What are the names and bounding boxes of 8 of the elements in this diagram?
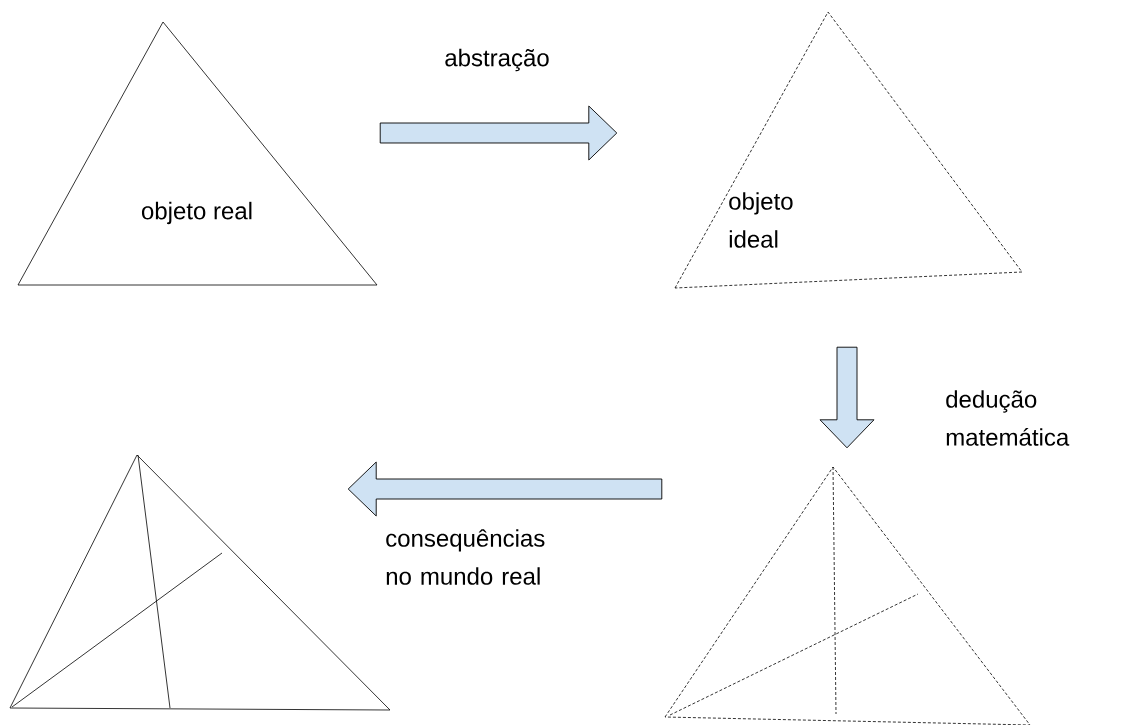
node-text: objeto real <box>141 201 252 225</box>
edge-label: abstração <box>445 48 549 72</box>
node-text: objeto ideal <box>729 192 793 248</box>
edge-label: dedução matemática <box>946 390 1070 446</box>
edge-label: consequências no mundo real <box>386 529 545 585</box>
block-arrow <box>819 346 875 449</box>
block-arrow <box>379 105 618 161</box>
block-arrow <box>347 461 663 517</box>
